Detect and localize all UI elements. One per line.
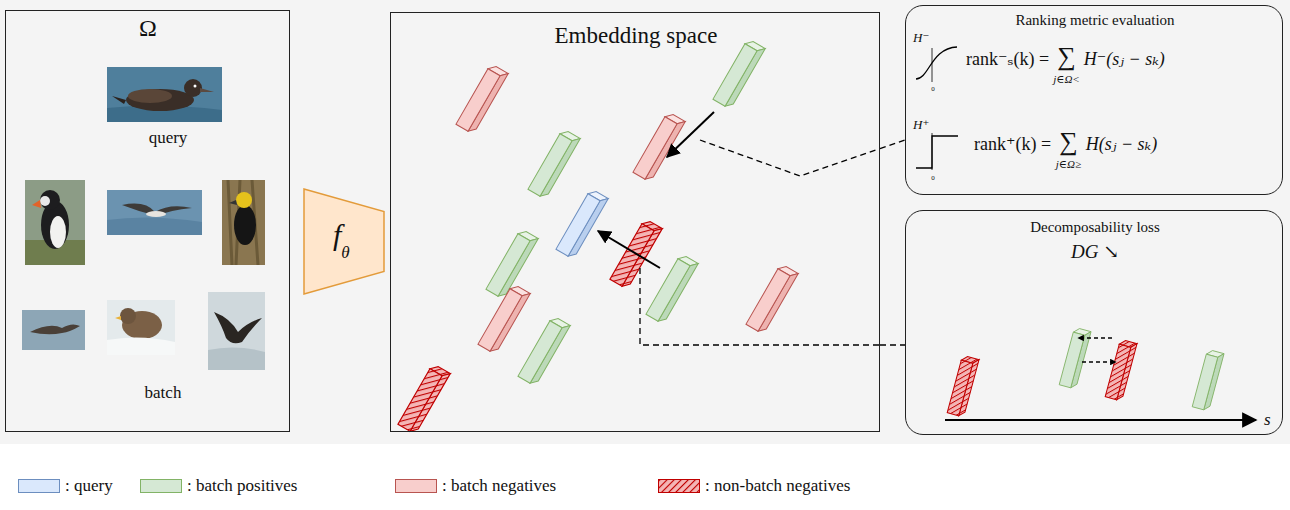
legend-text: : query bbox=[65, 476, 113, 496]
loss-trend: DG ↘ bbox=[1071, 241, 1119, 263]
panel-symbol: Ω bbox=[139, 15, 157, 43]
formula: H(sⱼ − sₖ) bbox=[1086, 134, 1157, 155]
axis-tick: 0 bbox=[931, 85, 935, 93]
legend-text: : batch negatives bbox=[442, 476, 556, 496]
legend-entry: : non-batch negatives bbox=[658, 476, 850, 496]
panel-title: Embedding space bbox=[555, 23, 718, 49]
box-heading: Decomposability loss bbox=[1030, 219, 1160, 236]
legend-text: : non-batch negatives bbox=[705, 476, 850, 496]
legend-entry: : batch negatives bbox=[395, 476, 556, 496]
batch-image bbox=[25, 180, 85, 265]
sum-index: j∈Ω≥ bbox=[1056, 158, 1081, 171]
plot-label: H⁻ bbox=[913, 31, 929, 46]
sum-symbol: ∑ bbox=[1057, 42, 1076, 72]
query-image bbox=[107, 67, 222, 122]
box-heading: Ranking metric evaluation bbox=[1015, 12, 1174, 29]
encoder-trapezoid: fθ bbox=[303, 188, 385, 295]
score-axis bbox=[945, 420, 1256, 421]
function-subscript: θ bbox=[341, 243, 349, 263]
legend-text: : batch positives bbox=[187, 476, 297, 496]
batch-image bbox=[107, 190, 202, 235]
legend-entry: : batch positives bbox=[140, 476, 297, 496]
legend-ground bbox=[0, 444, 1290, 510]
image-caption: query bbox=[149, 128, 188, 148]
swap-arrows bbox=[1078, 338, 1116, 362]
leader-connector bbox=[880, 140, 905, 149]
image-caption: batch bbox=[145, 383, 182, 403]
function-symbol: f bbox=[333, 218, 341, 253]
leader-connector bbox=[880, 344, 905, 345]
legend-swatch bbox=[395, 479, 437, 493]
batch-image bbox=[22, 310, 85, 350]
sum-symbol: ∑ bbox=[1059, 127, 1078, 157]
legend-entry: : query bbox=[18, 476, 113, 496]
embedding-bars bbox=[398, 39, 798, 435]
formula: H⁻(sⱼ − sₖ) bbox=[1084, 49, 1165, 70]
score-bars bbox=[947, 327, 1224, 417]
formula: rank⁺(k) = bbox=[974, 134, 1051, 155]
batch-image bbox=[107, 300, 175, 355]
batch-image bbox=[222, 180, 265, 265]
sum-index: j∈Ω< bbox=[1053, 73, 1080, 86]
decomposability-box: Decomposability loss DG ↘ s bbox=[905, 210, 1283, 435]
hatch-sample bbox=[659, 480, 699, 492]
batch-image bbox=[208, 292, 265, 370]
formula: rank⁻ₛ(k) = bbox=[966, 49, 1049, 70]
heaviside-plot bbox=[916, 47, 958, 170]
legend-swatch bbox=[658, 479, 700, 493]
plot-label: H⁺ bbox=[913, 118, 929, 133]
axis-tick: 0 bbox=[931, 174, 935, 182]
embedding-arrows bbox=[598, 112, 714, 268]
legend-swatch bbox=[18, 479, 60, 493]
ranking-box: Ranking metric evaluationH⁻ 0 rank⁻ₛ(k) = ∑… bbox=[905, 5, 1283, 195]
embedding-panel: Embedding space bbox=[390, 12, 880, 432]
legend-swatch bbox=[140, 479, 182, 493]
leader-line bbox=[640, 140, 880, 345]
axis-label: s bbox=[1264, 410, 1271, 430]
batch-panel: Ωquery batch bbox=[5, 10, 290, 432]
trapezoid-outline bbox=[303, 188, 385, 295]
